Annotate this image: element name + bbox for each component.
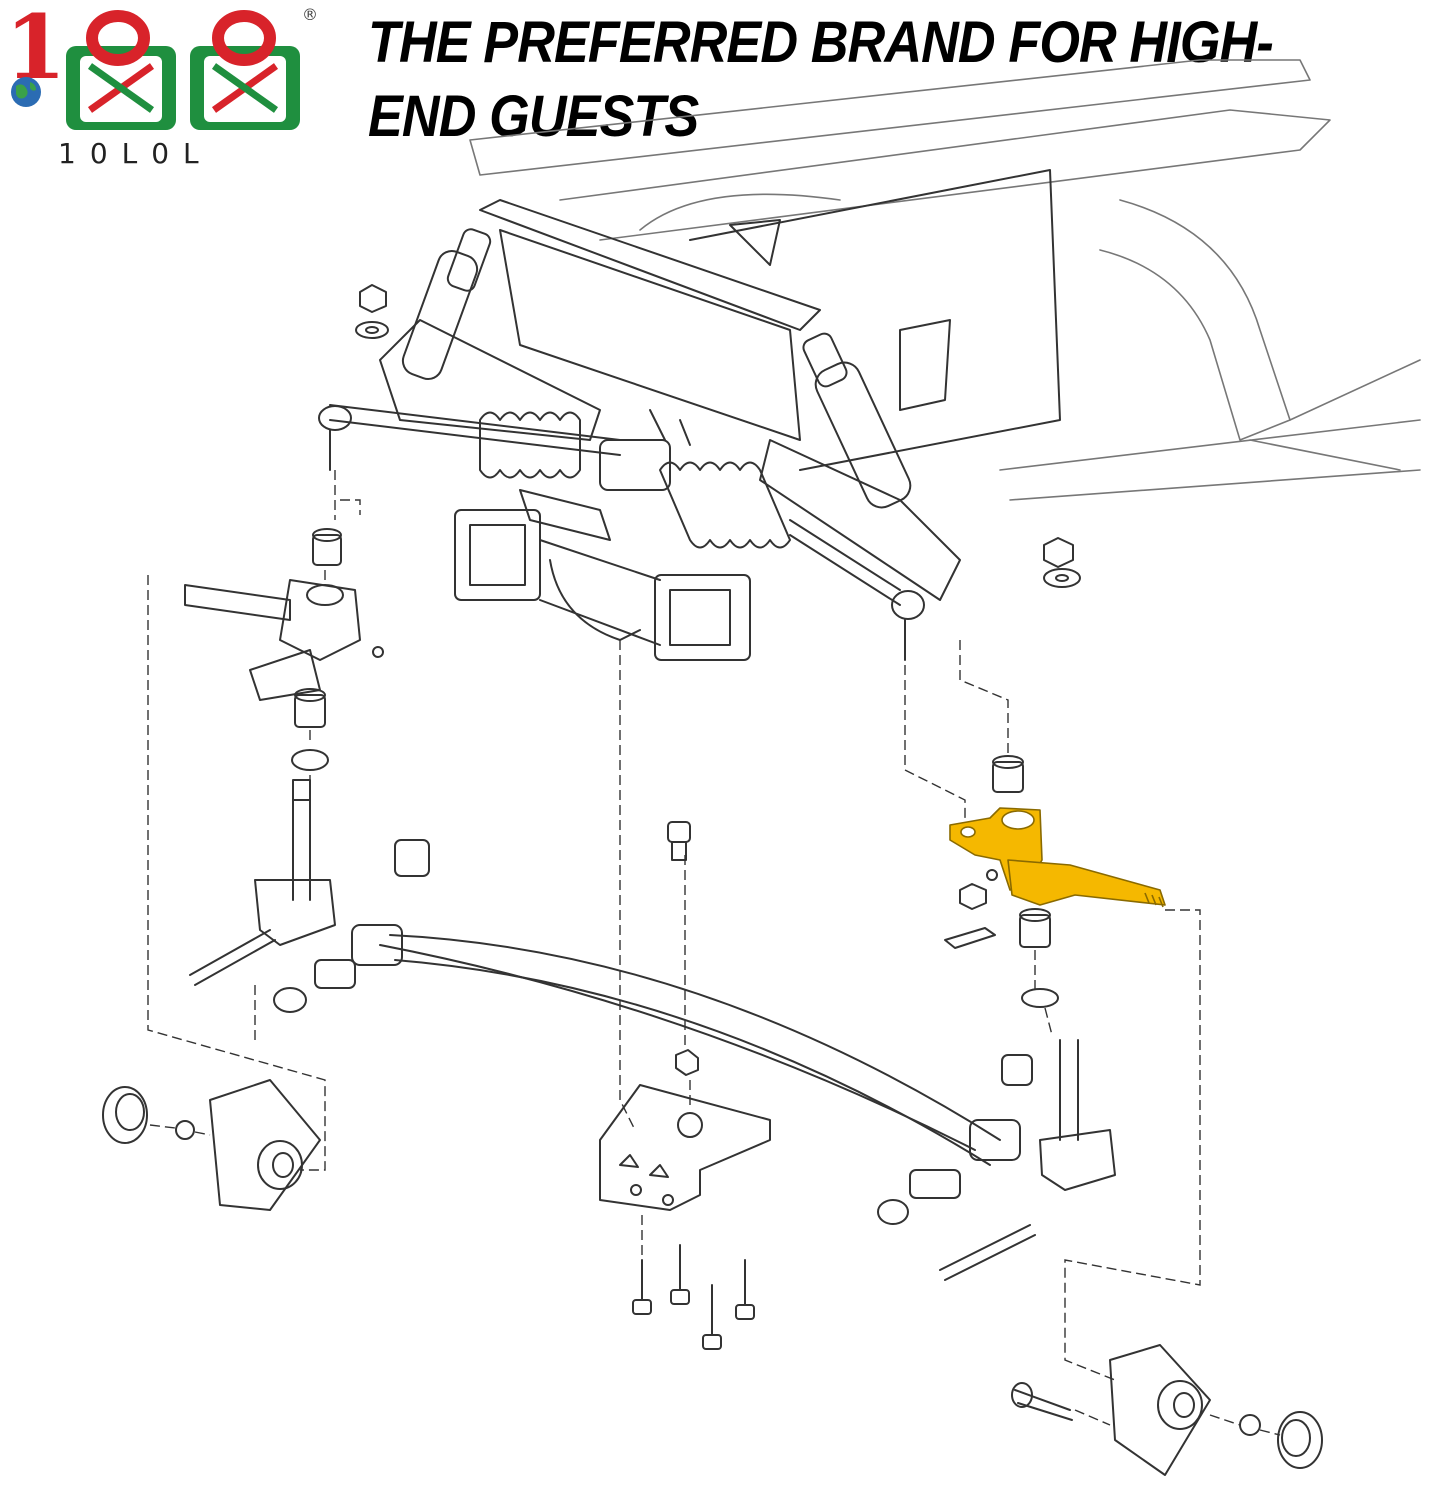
left-shock-absorber [401, 228, 492, 380]
left-kingpin [254, 779, 336, 946]
upper-mount-plate [479, 169, 1061, 471]
left-upper-bushing [312, 528, 342, 566]
center-screws [632, 1244, 755, 1350]
steering-rack [318, 404, 925, 661]
center-bolt [667, 821, 699, 1076]
left-spindle-knuckle [184, 579, 384, 701]
brand-name: 10L0L [58, 137, 213, 170]
front-leaf-spring [379, 934, 1001, 1166]
logo-mark-first [66, 10, 176, 130]
left-nut-washer [355, 284, 389, 339]
right-long-bolt [939, 1224, 1036, 1281]
right-cotter-parts [944, 869, 998, 949]
right-kingpin [1039, 1039, 1116, 1191]
rack-mount-bracket [454, 489, 751, 661]
registered-mark: ® [302, 5, 318, 24]
logo-mark-second [190, 10, 300, 130]
left-arm-bushings [273, 839, 430, 1013]
center-spring-plate [599, 1084, 771, 1211]
chassis-frame [469, 59, 1421, 501]
right-nut-washer [1043, 537, 1081, 588]
right-control-arm [759, 439, 961, 601]
globe-icon [11, 77, 41, 107]
right-rack-boot [659, 461, 791, 549]
right-arm-bushings [877, 1054, 1033, 1225]
right-upper-bushing [992, 755, 1024, 793]
left-wheel-hub [102, 1079, 321, 1211]
brand-logo: 1 ® [5, 0, 318, 130]
left-long-bolt [189, 929, 276, 986]
right-wheel-hub [1011, 1344, 1323, 1476]
left-lower-bushing [291, 688, 329, 771]
left-rack-boot [479, 411, 581, 479]
left-control-arm [379, 319, 601, 441]
headline: THE PREFERRED BRAND FOR HIGH-END GUESTS [368, 10, 1274, 149]
right-shock-absorber [802, 332, 912, 509]
highlighted-steering-knuckle [949, 807, 1166, 908]
right-lower-bushing [1019, 908, 1059, 1008]
assembly-leader-lines [147, 470, 1281, 1436]
